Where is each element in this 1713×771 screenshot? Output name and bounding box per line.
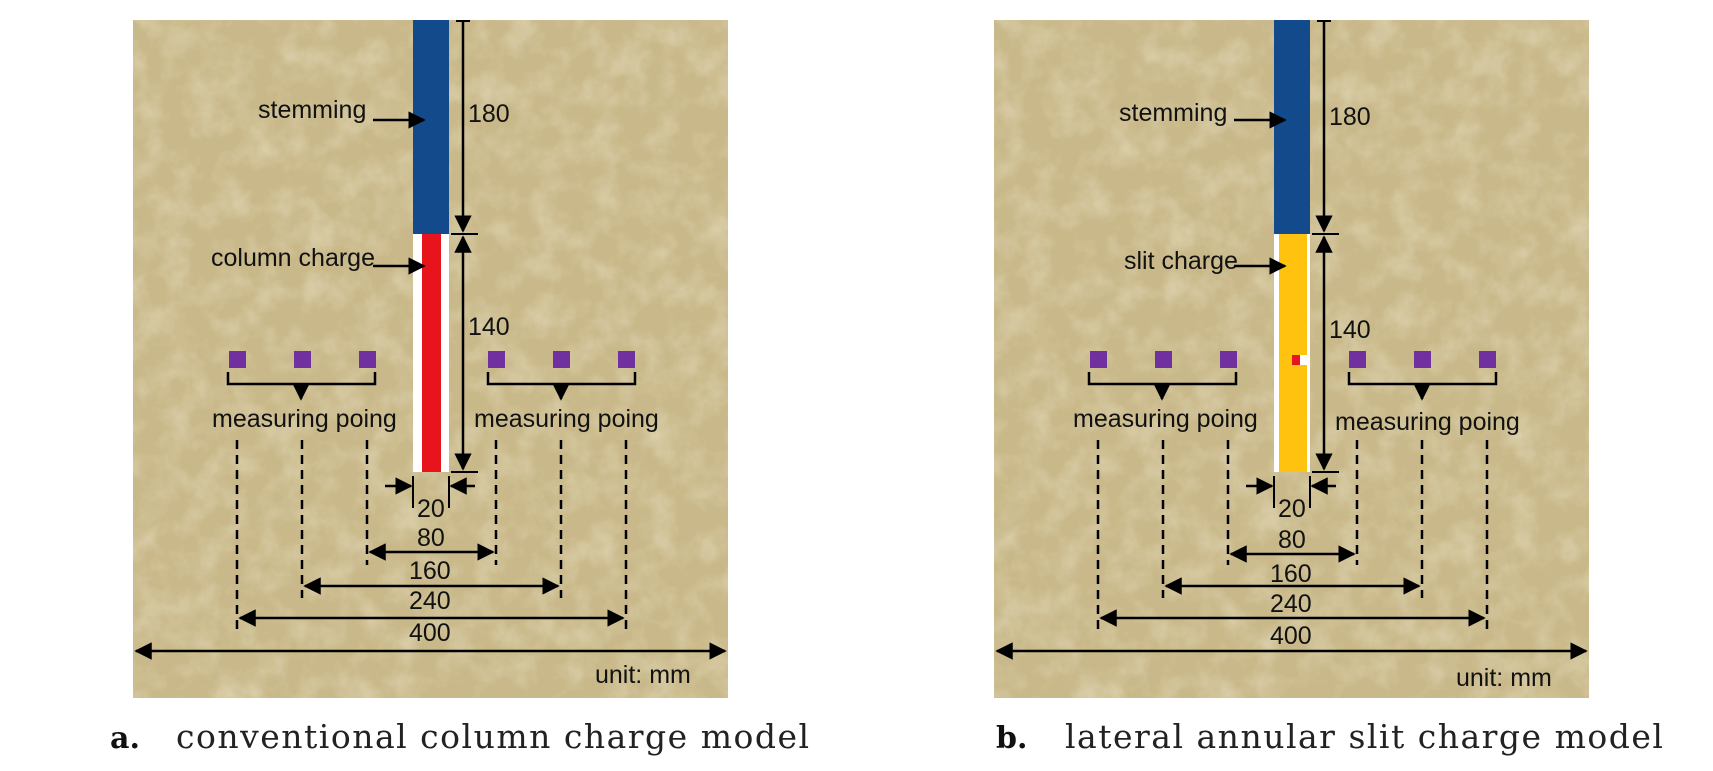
measuring-point — [553, 351, 570, 368]
measuring-point — [1349, 351, 1366, 368]
charge-column — [1279, 234, 1307, 472]
caption-a: conventional column charge model — [176, 717, 811, 756]
measuring-point — [1090, 351, 1107, 368]
unit-label: unit: mm — [1456, 664, 1552, 692]
charge-label: column charge — [211, 244, 375, 272]
caption-letter-b: b. — [996, 721, 1027, 756]
dim-80-label: 80 — [417, 524, 445, 552]
measuring-point — [618, 351, 635, 368]
measuring-point — [1414, 351, 1431, 368]
measuring-point — [1479, 351, 1496, 368]
dim-160-label: 160 — [1270, 560, 1312, 588]
panel-a: stemming column charge 180 140 measuring… — [133, 20, 728, 698]
measuring-label-left: measuring poing — [212, 405, 397, 433]
stemming-label: stemming — [1119, 99, 1227, 127]
measuring-point — [1220, 351, 1237, 368]
stemming-label: stemming — [258, 96, 366, 124]
stemming-column — [1274, 20, 1310, 234]
dim-180-label: 180 — [1329, 103, 1371, 131]
dim-140-label: 140 — [1329, 316, 1371, 344]
dim-240-label: 240 — [1270, 590, 1312, 618]
panel-b: stemming slit charge 180 140 measuring p… — [994, 20, 1589, 698]
dim-20-label: 20 — [1278, 495, 1306, 523]
measuring-point — [229, 351, 246, 368]
measuring-label-left: measuring poing — [1073, 405, 1258, 433]
dim-140-label: 140 — [468, 313, 510, 341]
caption-letter-a: a. — [110, 721, 140, 756]
caption-b: lateral annular slit charge model — [1065, 717, 1664, 756]
dim-400-label: 400 — [1270, 622, 1312, 650]
measuring-label-right: measuring poing — [474, 405, 659, 433]
measuring-point — [488, 351, 505, 368]
slit-gap — [1300, 355, 1307, 365]
charge-label: slit charge — [1124, 247, 1238, 275]
stemming-column — [413, 20, 449, 234]
measuring-point — [359, 351, 376, 368]
measuring-point — [1155, 351, 1172, 368]
dim-180-label: 180 — [468, 100, 510, 128]
charge-column — [422, 234, 441, 472]
dim-80-label: 80 — [1278, 526, 1306, 554]
dim-20-label: 20 — [417, 495, 445, 523]
measuring-label-right: measuring poing — [1335, 408, 1520, 436]
dim-160-label: 160 — [409, 557, 451, 585]
dim-400-label: 400 — [409, 619, 451, 647]
measuring-point — [294, 351, 311, 368]
unit-label: unit: mm — [595, 661, 691, 689]
dim-240-label: 240 — [409, 587, 451, 615]
slit-marker — [1292, 355, 1300, 365]
